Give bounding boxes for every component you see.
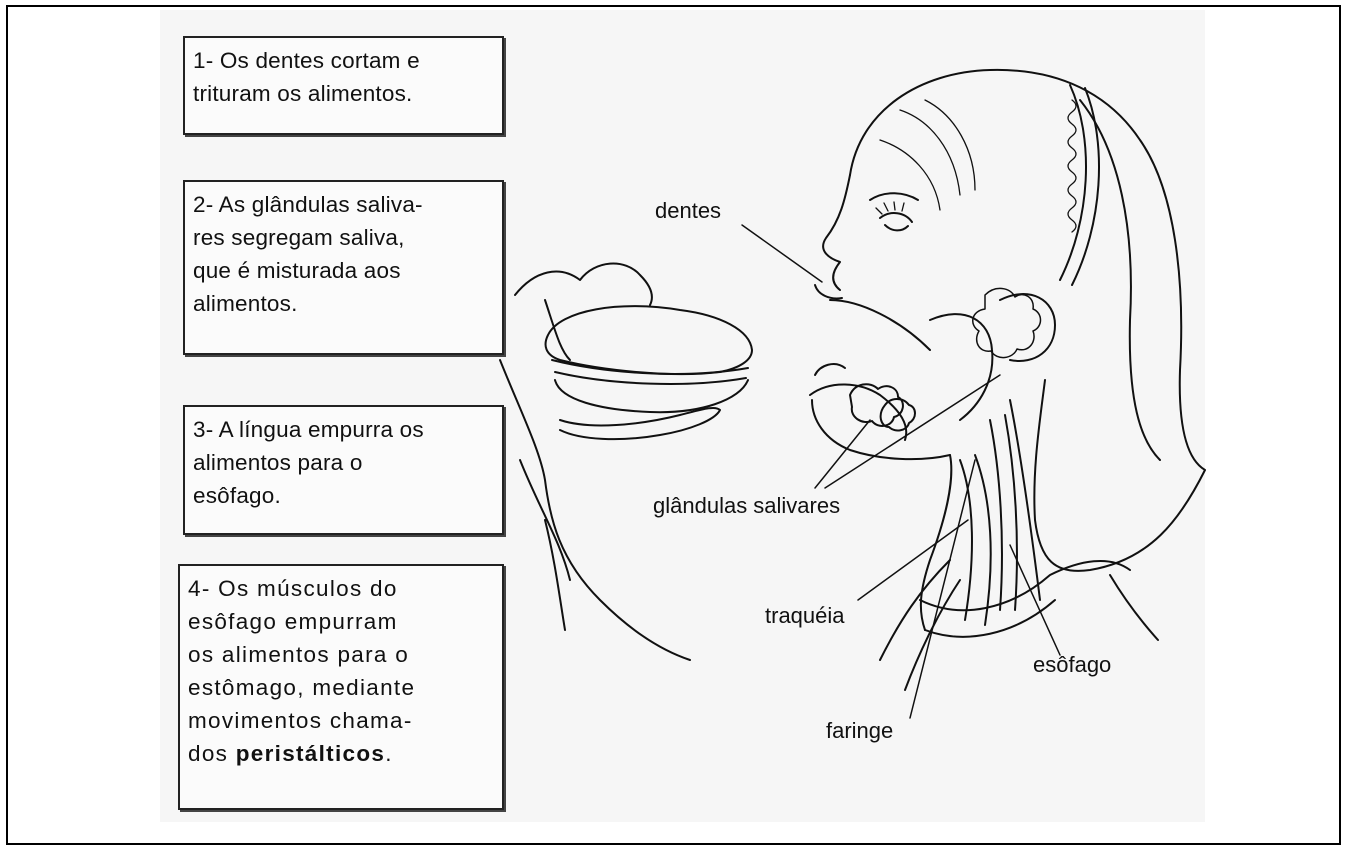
lower-jaw (812, 400, 950, 459)
step-4-line-6: dos peristálticos. (188, 737, 494, 770)
face-profile (823, 175, 850, 290)
hand-thumb (545, 300, 570, 360)
sandwich-filling (552, 360, 748, 384)
step-3-line-1: 3- A língua empurra os (193, 413, 494, 446)
step-2-line-1: 2- As glândulas saliva- (193, 188, 494, 221)
step-2-line-2: res segregam saliva, (193, 221, 494, 254)
hand-fingers-top (515, 264, 652, 305)
step-3-box: 3- A língua empurra os alimentos para o … (183, 405, 504, 535)
label-esofago: esôfago (1033, 652, 1111, 678)
step-1-line-1: 1- Os dentes cortam e (193, 44, 494, 77)
headband (1060, 85, 1099, 285)
eyebrow (870, 193, 918, 200)
label-dentes: dentes (655, 198, 721, 224)
step-2-line-3: que é misturada aos (193, 254, 494, 287)
step-2-box: 2- As glândulas saliva- res segregam sal… (183, 180, 504, 355)
step-4-line-1: 4- Os músculos do (188, 572, 494, 605)
step-1-line-2: trituram os alimentos. (193, 77, 494, 110)
headband-wave (1068, 100, 1076, 232)
step-4-line-6-text: dos (188, 741, 236, 766)
scrunchie (973, 288, 1041, 357)
throat-cavity (930, 314, 992, 420)
step-4-period: . (385, 741, 393, 766)
leader-traqueia (858, 520, 968, 600)
step-4-line-3: os alimentos para o (188, 638, 494, 671)
hair-outline (850, 70, 1205, 571)
leader-dentes (742, 225, 822, 282)
sandwich-bottom (555, 380, 748, 412)
label-traqueia: traquéia (765, 603, 845, 629)
label-faringe: faringe (826, 718, 893, 744)
label-glandulas-salivares: glândulas salivares (653, 493, 840, 519)
eyelashes (876, 202, 904, 214)
step-4-line-2: esôfago empurram (188, 605, 494, 638)
salivary-gland-1 (850, 384, 903, 426)
leader-faringe (910, 460, 975, 718)
step-3-line-2: alimentos para o (193, 446, 494, 479)
step-2-line-4: alimentos. (193, 287, 494, 320)
step-4-line-5: movimentos chama- (188, 704, 494, 737)
step-3-line-3: esôfago. (193, 479, 494, 512)
esophagus (990, 415, 1017, 610)
step-4-box: 4- Os músculos do esôfago empurram os al… (178, 564, 504, 810)
sandwich-top (546, 306, 752, 374)
step-4-line-4: estômago, mediante (188, 671, 494, 704)
mouth-cavity (830, 300, 930, 350)
ear (1000, 294, 1055, 361)
collar (920, 561, 1130, 637)
trachea (960, 455, 991, 625)
step-1-box: 1- Os dentes cortam e trituram os alimen… (183, 36, 504, 135)
peristaltic-term: peristálticos (236, 741, 385, 766)
eye (880, 213, 912, 230)
lower-lip (815, 364, 845, 375)
hand-lower (560, 408, 720, 439)
